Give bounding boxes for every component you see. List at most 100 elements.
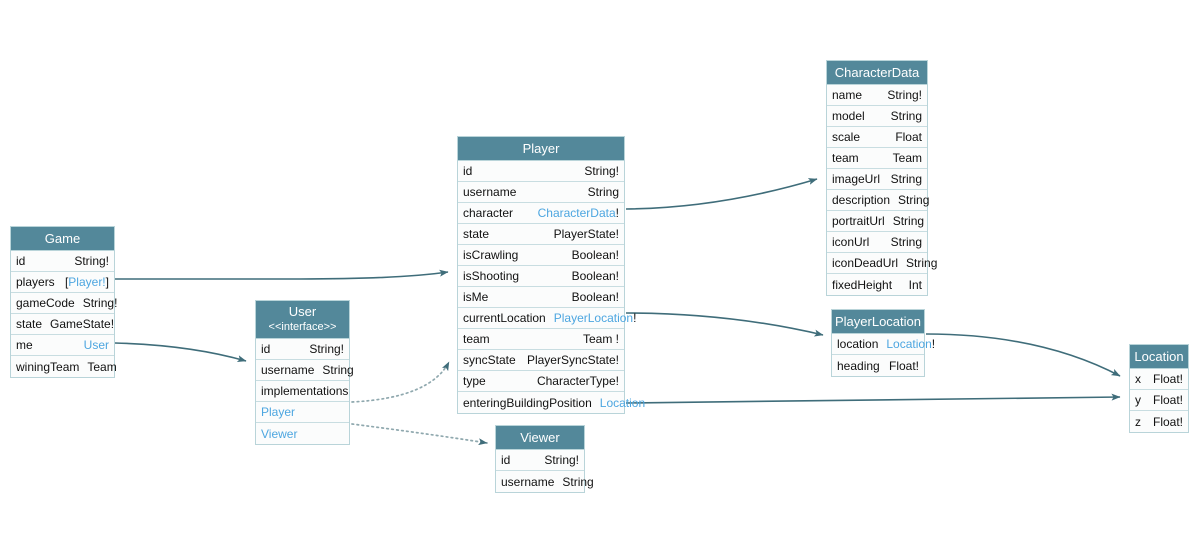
field-name: id xyxy=(463,164,473,178)
field-name: team xyxy=(832,151,859,165)
field-name: username xyxy=(501,474,555,489)
field-type-link[interactable]: User xyxy=(83,338,109,352)
field-type-link[interactable]: Location xyxy=(599,395,646,410)
field-type: PlayerState! xyxy=(553,227,619,241)
entity-viewer[interactable]: Viewer id String! username String xyxy=(495,425,594,493)
field-type: Team xyxy=(892,151,922,165)
edge-user-player-implements xyxy=(351,361,450,403)
field-row[interactable]: username String xyxy=(256,360,354,381)
field-row[interactable]: character CharacterData! xyxy=(458,203,624,224)
field-type-link[interactable]: PlayerLocation xyxy=(553,311,634,325)
field-row[interactable]: id String! xyxy=(256,339,349,360)
field-row[interactable]: fixedHeight Int xyxy=(827,274,927,295)
field-name: character xyxy=(463,206,514,220)
implementations-label: implementations xyxy=(261,384,349,398)
field-row[interactable]: me User xyxy=(11,335,114,356)
field-name: id xyxy=(261,342,271,356)
field-row[interactable]: imageUrl String xyxy=(827,169,927,190)
field-row[interactable]: team Team xyxy=(827,148,927,169)
field-row[interactable]: x Float! xyxy=(1130,369,1188,390)
non-null-marker: ! xyxy=(633,311,637,325)
entity-stereotype-user: <<interface>> xyxy=(268,321,337,333)
field-row[interactable]: username String xyxy=(496,471,594,492)
field-name: gameCode xyxy=(16,296,75,310)
field-name: scale xyxy=(832,130,861,144)
field-row[interactable]: players [Player!] xyxy=(11,272,114,293)
field-type: CharacterData! xyxy=(530,203,619,223)
field-type: String xyxy=(898,193,930,207)
entity-title-location: Location xyxy=(1134,349,1184,364)
field-name: model xyxy=(832,109,865,123)
field-type-link[interactable]: Player! xyxy=(68,275,106,289)
field-type: String xyxy=(562,474,594,489)
field-row[interactable]: location Location! xyxy=(832,334,935,355)
field-row[interactable]: id String! xyxy=(496,450,584,471)
field-row[interactable]: state PlayerState! xyxy=(458,224,624,245)
field-type: String! xyxy=(887,88,922,102)
entity-header-user: User <<interface>> xyxy=(256,301,349,339)
field-name: description xyxy=(832,193,891,207)
field-row[interactable]: heading Float! xyxy=(832,355,924,376)
field-type: Boolean! xyxy=(571,248,619,262)
field-type: Float! xyxy=(1152,372,1183,386)
field-type: Boolean! xyxy=(571,269,619,283)
field-type: String xyxy=(890,109,922,123)
field-row[interactable]: model String xyxy=(827,106,927,127)
entity-characterdata[interactable]: CharacterData name String! model String … xyxy=(826,60,937,296)
field-name: y xyxy=(1135,393,1141,407)
field-row[interactable]: iconUrl String xyxy=(827,232,927,253)
field-name: username xyxy=(463,185,517,199)
field-row[interactable]: scale Float xyxy=(827,127,927,148)
field-row[interactable]: type CharacterType! xyxy=(458,371,624,392)
entity-user[interactable]: User <<interface>> id String! username S… xyxy=(255,300,354,445)
field-row[interactable]: state GameState! xyxy=(11,314,114,335)
field-type-link[interactable]: Location xyxy=(886,337,932,351)
field-row[interactable]: isCrawling Boolean! xyxy=(458,245,624,266)
implementation-row[interactable]: Player xyxy=(256,402,349,423)
implementation-link-player[interactable]: Player xyxy=(261,405,296,419)
field-name: name xyxy=(832,88,863,102)
field-row[interactable]: z Float! xyxy=(1130,411,1188,432)
field-type: Float! xyxy=(1152,393,1183,407)
entity-playerlocation[interactable]: PlayerLocation location Location! headin… xyxy=(831,309,935,377)
field-row[interactable]: isShooting Boolean! xyxy=(458,266,624,287)
field-name: type xyxy=(463,374,486,388)
edge-playerlocation-location-to-location xyxy=(925,333,1121,377)
entity-player[interactable]: Player id String! username String charac… xyxy=(457,136,645,414)
field-row[interactable]: id String! xyxy=(458,161,624,182)
field-row[interactable]: iconDeadUrl String xyxy=(827,253,937,274)
field-name: iconUrl xyxy=(832,235,870,249)
field-name: fixedHeight xyxy=(832,277,893,292)
field-row[interactable]: isMe Boolean! xyxy=(458,287,624,308)
field-type-link[interactable]: CharacterData xyxy=(537,206,616,220)
field-row[interactable]: id String! xyxy=(11,251,114,272)
entity-game[interactable]: Game id String! players [Player!] gameCo… xyxy=(10,226,117,378)
entity-location[interactable]: Location x Float! y Float! z Float! xyxy=(1129,344,1189,433)
field-type: Team ! xyxy=(582,332,619,346)
field-type: Float! xyxy=(1152,414,1183,429)
field-row[interactable]: winingTeam Team xyxy=(11,356,117,377)
edge-user-viewer-implements xyxy=(351,423,488,446)
field-type: Int xyxy=(908,277,922,292)
field-row[interactable]: team Team ! xyxy=(458,329,624,350)
implementation-row[interactable]: Viewer xyxy=(256,423,349,444)
field-name: isShooting xyxy=(463,269,520,283)
field-row[interactable]: enteringBuildingPosition Location xyxy=(458,392,645,413)
field-row[interactable]: portraitUrl String xyxy=(827,211,927,232)
edge-player-currentlocation-to-playerlocation xyxy=(625,312,824,337)
field-row[interactable]: y Float! xyxy=(1130,390,1188,411)
field-name: me xyxy=(16,338,33,352)
field-row[interactable]: gameCode String! xyxy=(11,293,117,314)
field-type: Float xyxy=(895,130,922,144)
field-row[interactable]: username String xyxy=(458,182,624,203)
field-name: id xyxy=(501,453,511,467)
field-row[interactable]: currentLocation PlayerLocation! xyxy=(458,308,636,329)
field-row[interactable]: description String xyxy=(827,190,930,211)
field-type: String xyxy=(892,214,925,228)
field-name: state xyxy=(463,227,490,241)
field-row[interactable]: syncState PlayerSyncState! xyxy=(458,350,624,371)
field-type: GameState! xyxy=(50,317,115,331)
implementation-link-viewer[interactable]: Viewer xyxy=(261,426,298,441)
field-row[interactable]: name String! xyxy=(827,85,927,106)
